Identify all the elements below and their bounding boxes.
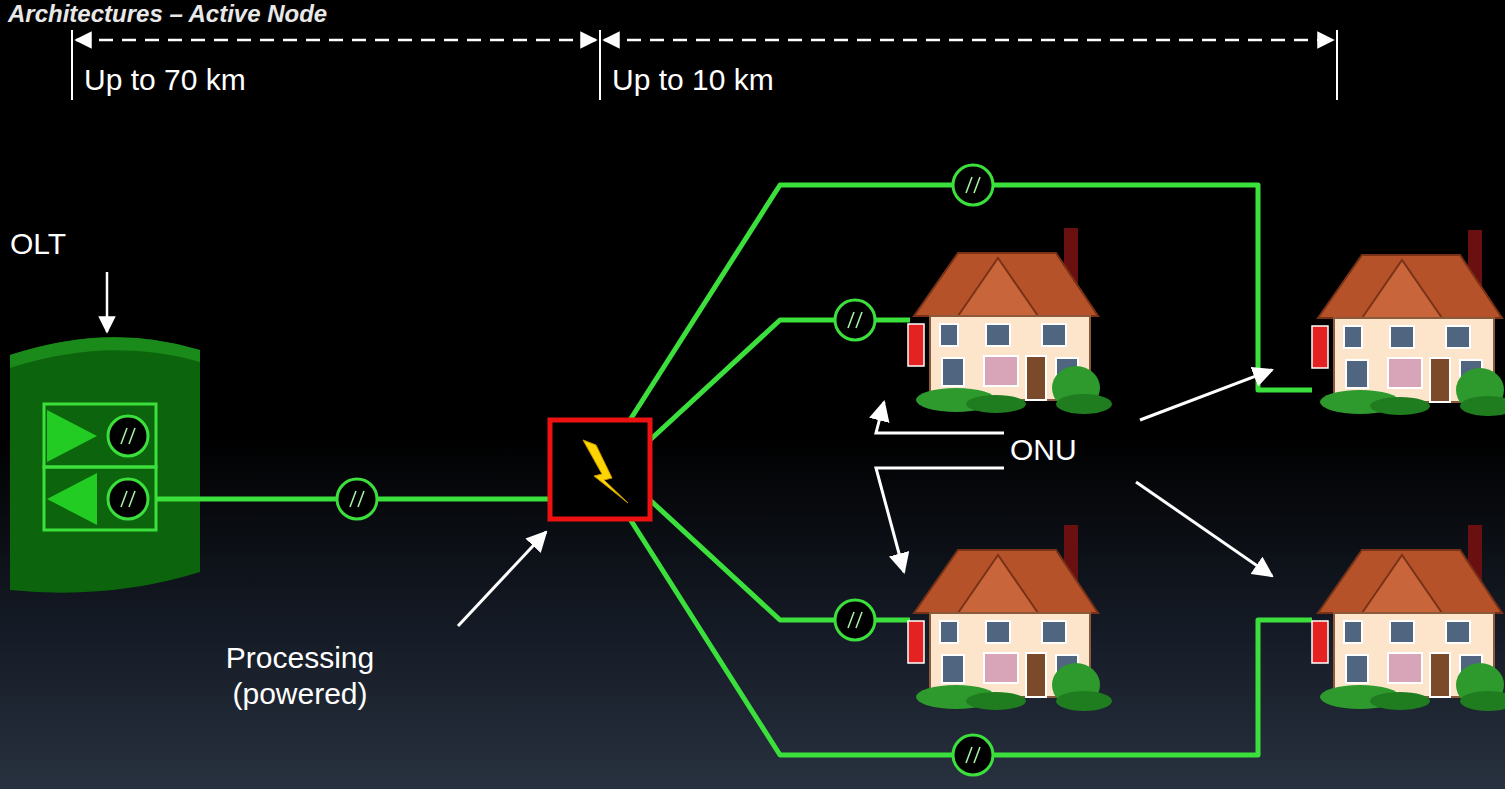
onu-label: ONU: [1010, 432, 1077, 468]
processing-label: Processing (powered): [205, 640, 395, 712]
olt-label: OLT: [10, 226, 66, 262]
slide-title: Architectures – Active Node: [8, 0, 327, 28]
dimension-label: Up to 10 km: [612, 62, 774, 98]
dimension-label: Up to 70 km: [84, 62, 246, 98]
